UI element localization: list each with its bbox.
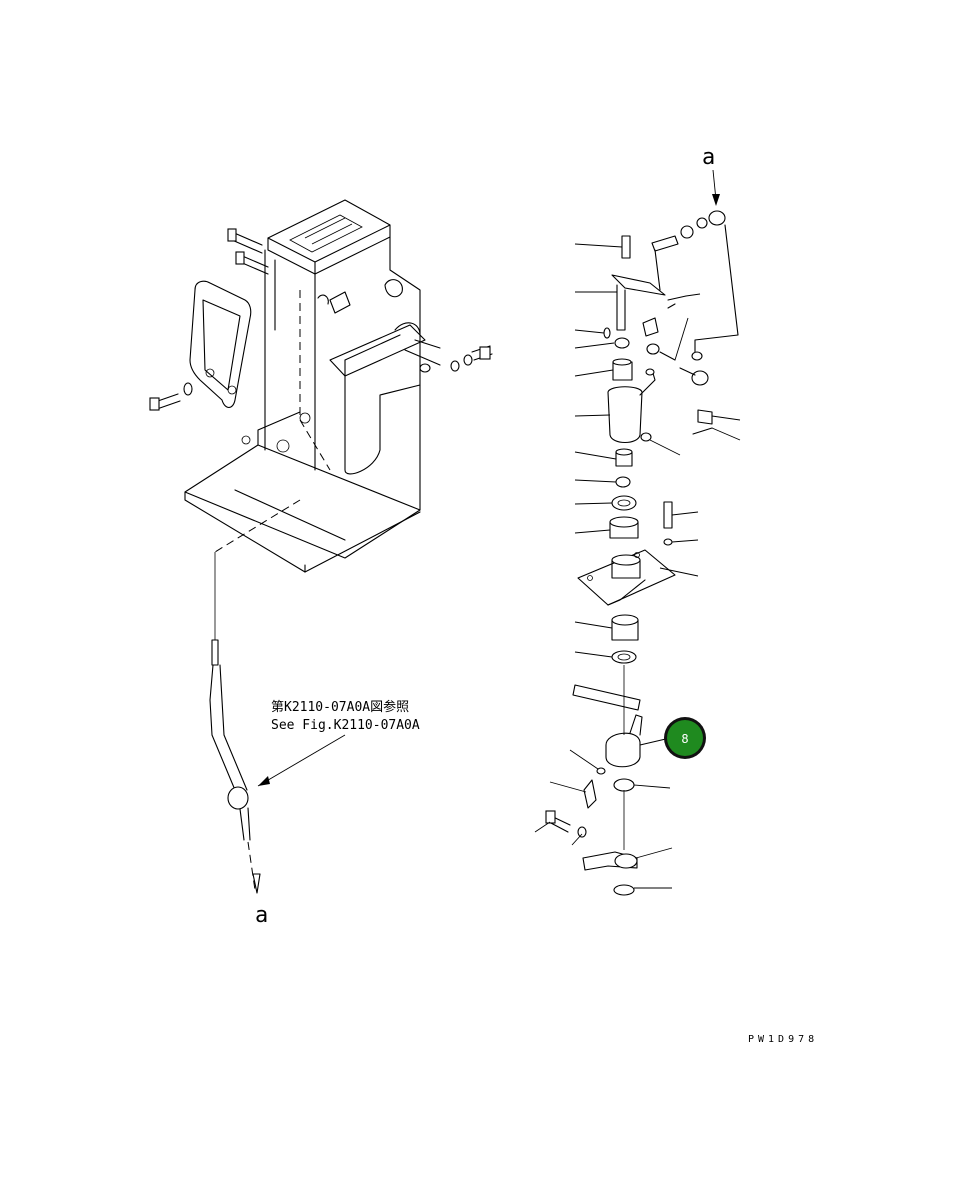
reference-note-jp: 第K2110-07A0A図参照 [271,699,409,715]
leader-lines [534,243,741,889]
section-label-a-bottom: a [255,903,268,928]
reference-note-en: See Fig.K2110-07A0A [271,718,420,733]
callout-fill [667,720,703,756]
callout-label: 8 [681,732,688,746]
reference-note: 第K2110-07A0A図参照 See Fig.K2110-07A0A [271,699,420,733]
callout-8[interactable]: 8 [664,717,706,759]
section-label-a-top: a [702,145,715,170]
drawing-number: PW1D978 [748,1034,818,1045]
control-stand-assembly: a [149,199,493,928]
linkage-exploded-assembly: a [545,145,739,896]
